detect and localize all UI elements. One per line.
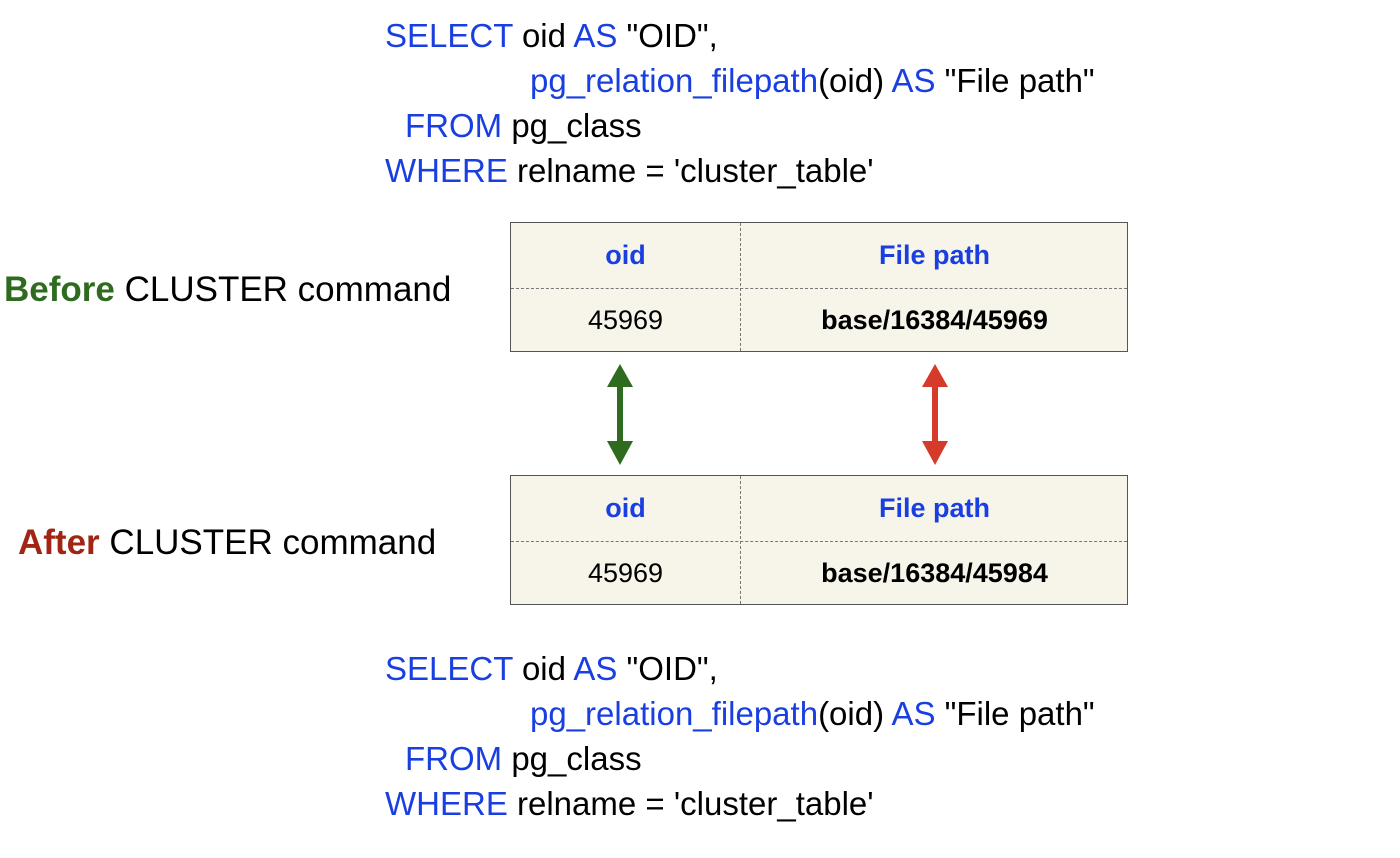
row-divider bbox=[511, 541, 1127, 542]
after-result-table: oid File path 45969 base/16384/45984 bbox=[510, 475, 1128, 605]
cell-oid: 45969 bbox=[587, 305, 664, 335]
sql-keyword: FROM bbox=[405, 107, 503, 144]
sql-text: oid bbox=[512, 650, 574, 687]
sql-query-top: SELECT oid AS "OID", pg_relation_filepat… bbox=[0, 0, 1400, 200]
sql-keyword: AS bbox=[573, 650, 618, 687]
sql-text: relname = 'cluster_table' bbox=[507, 785, 874, 822]
comparison-arrows bbox=[607, 364, 948, 465]
header-oid: oid bbox=[605, 493, 646, 523]
sql-function: pg_relation_filepath bbox=[530, 695, 819, 732]
header-oid: oid bbox=[605, 240, 646, 270]
changed-path-arrow bbox=[922, 364, 948, 465]
cell-oid: 45969 bbox=[587, 558, 664, 588]
sql-text: (oid) bbox=[818, 695, 892, 732]
sql-line-select: SELECT oid AS "OID", bbox=[385, 13, 718, 58]
before-result-table: oid File path 45969 base/16384/45969 bbox=[510, 222, 1128, 352]
sql-text: pg_class bbox=[502, 740, 642, 777]
sql-line-from: FROM pg_class bbox=[405, 736, 642, 781]
sql-text: relname = 'cluster_table' bbox=[507, 152, 874, 189]
sql-keyword: AS bbox=[891, 695, 936, 732]
sql-query-bottom: SELECT oid AS "OID", pg_relation_filepat… bbox=[0, 633, 1400, 833]
column-divider bbox=[740, 476, 741, 604]
row-divider bbox=[511, 288, 1127, 289]
sql-line-where: WHERE relname = 'cluster_table' bbox=[385, 148, 874, 193]
sql-keyword: SELECT bbox=[385, 650, 513, 687]
sql-keyword: WHERE bbox=[385, 152, 508, 189]
column-divider bbox=[740, 223, 741, 351]
sql-line-select: SELECT oid AS "OID", bbox=[385, 646, 718, 691]
after-label-rest: CLUSTER command bbox=[99, 523, 437, 562]
cell-file-path: base/16384/45984 bbox=[821, 558, 1048, 588]
sql-line-filepath: pg_relation_filepath(oid) AS "File path" bbox=[530, 58, 1095, 103]
sql-text: "OID", bbox=[617, 650, 718, 687]
header-file-path: File path bbox=[878, 240, 990, 270]
sql-keyword: FROM bbox=[405, 740, 503, 777]
same-oid-arrow bbox=[607, 364, 633, 465]
sql-text: "OID", bbox=[617, 17, 718, 54]
sql-line-from: FROM pg_class bbox=[405, 103, 642, 148]
sql-keyword: AS bbox=[573, 17, 618, 54]
cell-file-path: base/16384/45969 bbox=[821, 305, 1048, 335]
sql-keyword: SELECT bbox=[385, 17, 513, 54]
sql-keyword: AS bbox=[891, 62, 936, 99]
sql-line-where: WHERE relname = 'cluster_table' bbox=[385, 781, 874, 826]
sql-text: "File path" bbox=[935, 62, 1095, 99]
after-label-em: After bbox=[18, 523, 100, 562]
before-label-em: Before bbox=[4, 270, 115, 309]
sql-keyword: WHERE bbox=[385, 785, 508, 822]
sql-text: (oid) bbox=[818, 62, 892, 99]
before-label: Before CLUSTER command bbox=[4, 270, 451, 310]
after-label: After CLUSTER command bbox=[18, 523, 436, 563]
sql-line-filepath: pg_relation_filepath(oid) AS "File path" bbox=[530, 691, 1095, 736]
before-label-rest: CLUSTER command bbox=[114, 270, 452, 309]
sql-text: oid bbox=[512, 17, 574, 54]
sql-text: "File path" bbox=[935, 695, 1095, 732]
sql-text: pg_class bbox=[502, 107, 642, 144]
header-file-path: File path bbox=[878, 493, 990, 523]
sql-function: pg_relation_filepath bbox=[530, 62, 819, 99]
